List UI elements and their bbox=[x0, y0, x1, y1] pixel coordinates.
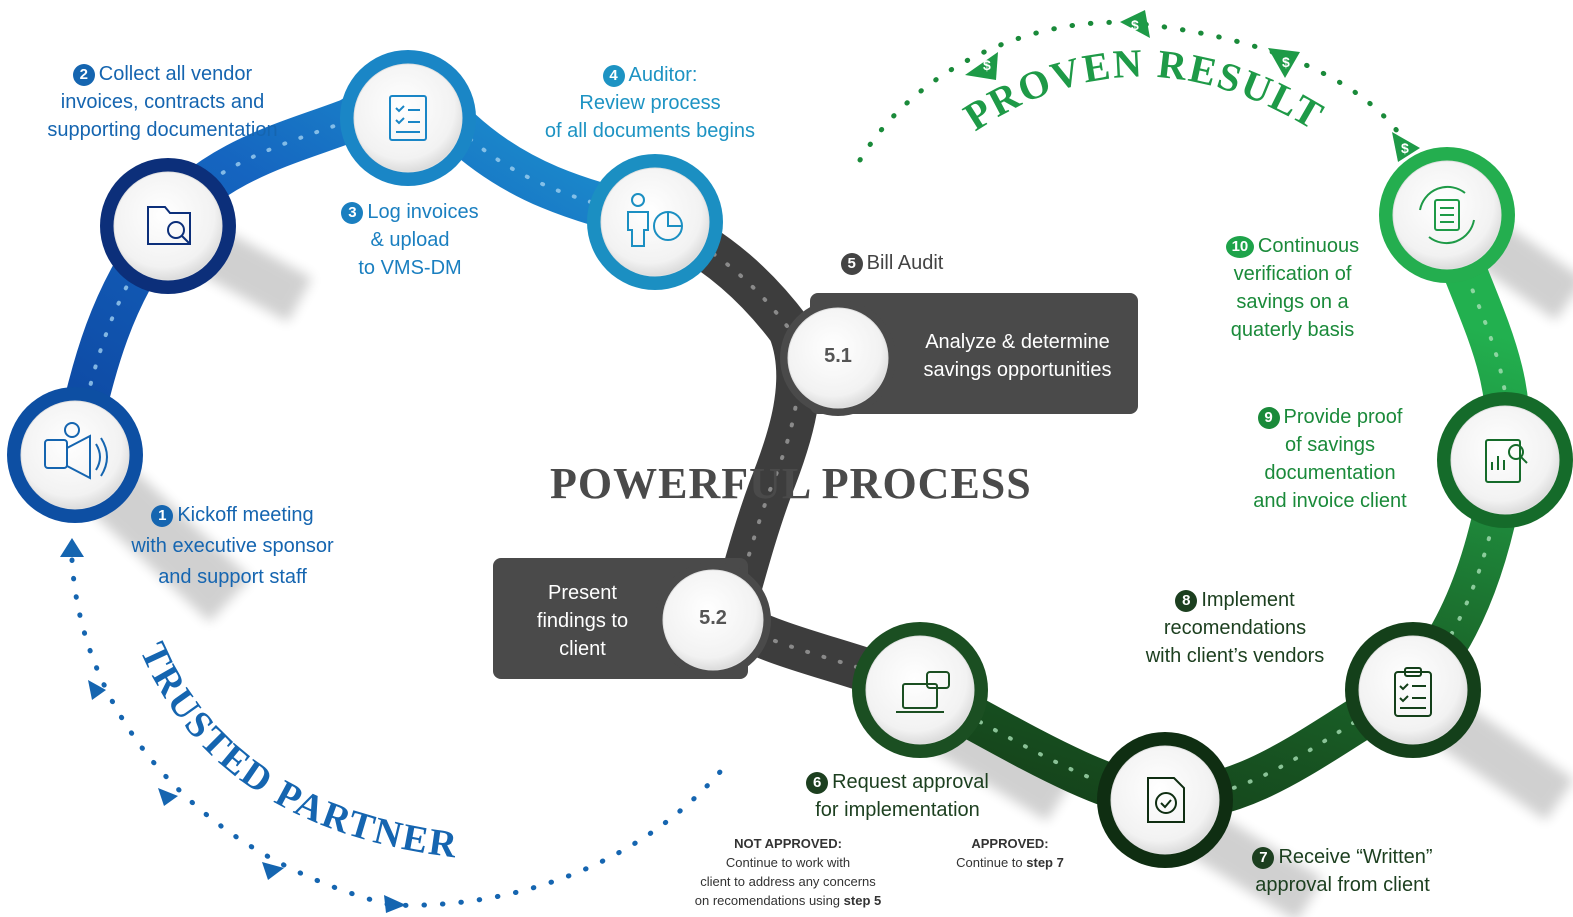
phone-speaker-icon bbox=[44, 422, 108, 480]
not-approved-note: NOT APPROVED: Continue to work with clie… bbox=[694, 836, 882, 908]
trusted-partner-arc bbox=[69, 557, 733, 908]
svg-text:$: $ bbox=[983, 57, 991, 73]
person-chart-icon bbox=[627, 193, 683, 247]
step-7-number: 7 bbox=[1252, 847, 1275, 869]
invoice-magnifier-icon bbox=[1485, 439, 1528, 483]
step-1-number: 1 bbox=[151, 505, 174, 527]
substep-5-1-box bbox=[810, 293, 1138, 414]
step-5-number: 5 bbox=[840, 253, 863, 275]
substep-5-2-code: 5.2 bbox=[699, 607, 727, 629]
trusted-partner-label: TRUSTED PARTNER bbox=[132, 636, 462, 866]
dollar-marker-icon: $ bbox=[1392, 132, 1420, 162]
svg-text:$: $ bbox=[1131, 17, 1139, 33]
step-2-number: 2 bbox=[72, 64, 95, 86]
page-title: POWERFUL PROCESS bbox=[550, 459, 1032, 508]
arrow-up-icon bbox=[60, 538, 406, 913]
step-4-number: 4 bbox=[602, 65, 625, 87]
document-check-icon bbox=[1147, 777, 1185, 823]
dollar-marker-icon: $ bbox=[1120, 10, 1150, 38]
approved-note: APPROVED: Continue to step 7 bbox=[956, 836, 1064, 870]
dollar-marker-icon: $ bbox=[1268, 48, 1300, 78]
checklist-document-icon bbox=[389, 95, 427, 141]
dollar-marker-icon: $ bbox=[965, 52, 998, 80]
step-9-number: 9 bbox=[1257, 407, 1280, 429]
laptop-chat-icon bbox=[896, 671, 950, 713]
proven-results-arc bbox=[857, 19, 1413, 163]
document-cycle-icon bbox=[1419, 185, 1475, 245]
step-6-number: 6 bbox=[806, 772, 829, 794]
folder-search-icon bbox=[147, 206, 191, 245]
clipboard-checklist-icon bbox=[1394, 667, 1432, 717]
step-10-number: 10 bbox=[1225, 236, 1254, 258]
svg-text:$: $ bbox=[1282, 54, 1290, 70]
substep-5-1-code: 5.1 bbox=[824, 345, 852, 367]
svg-text:$: $ bbox=[1401, 140, 1409, 156]
step-3-number: 3 bbox=[341, 202, 364, 224]
step-8-number: 8 bbox=[1175, 590, 1198, 612]
